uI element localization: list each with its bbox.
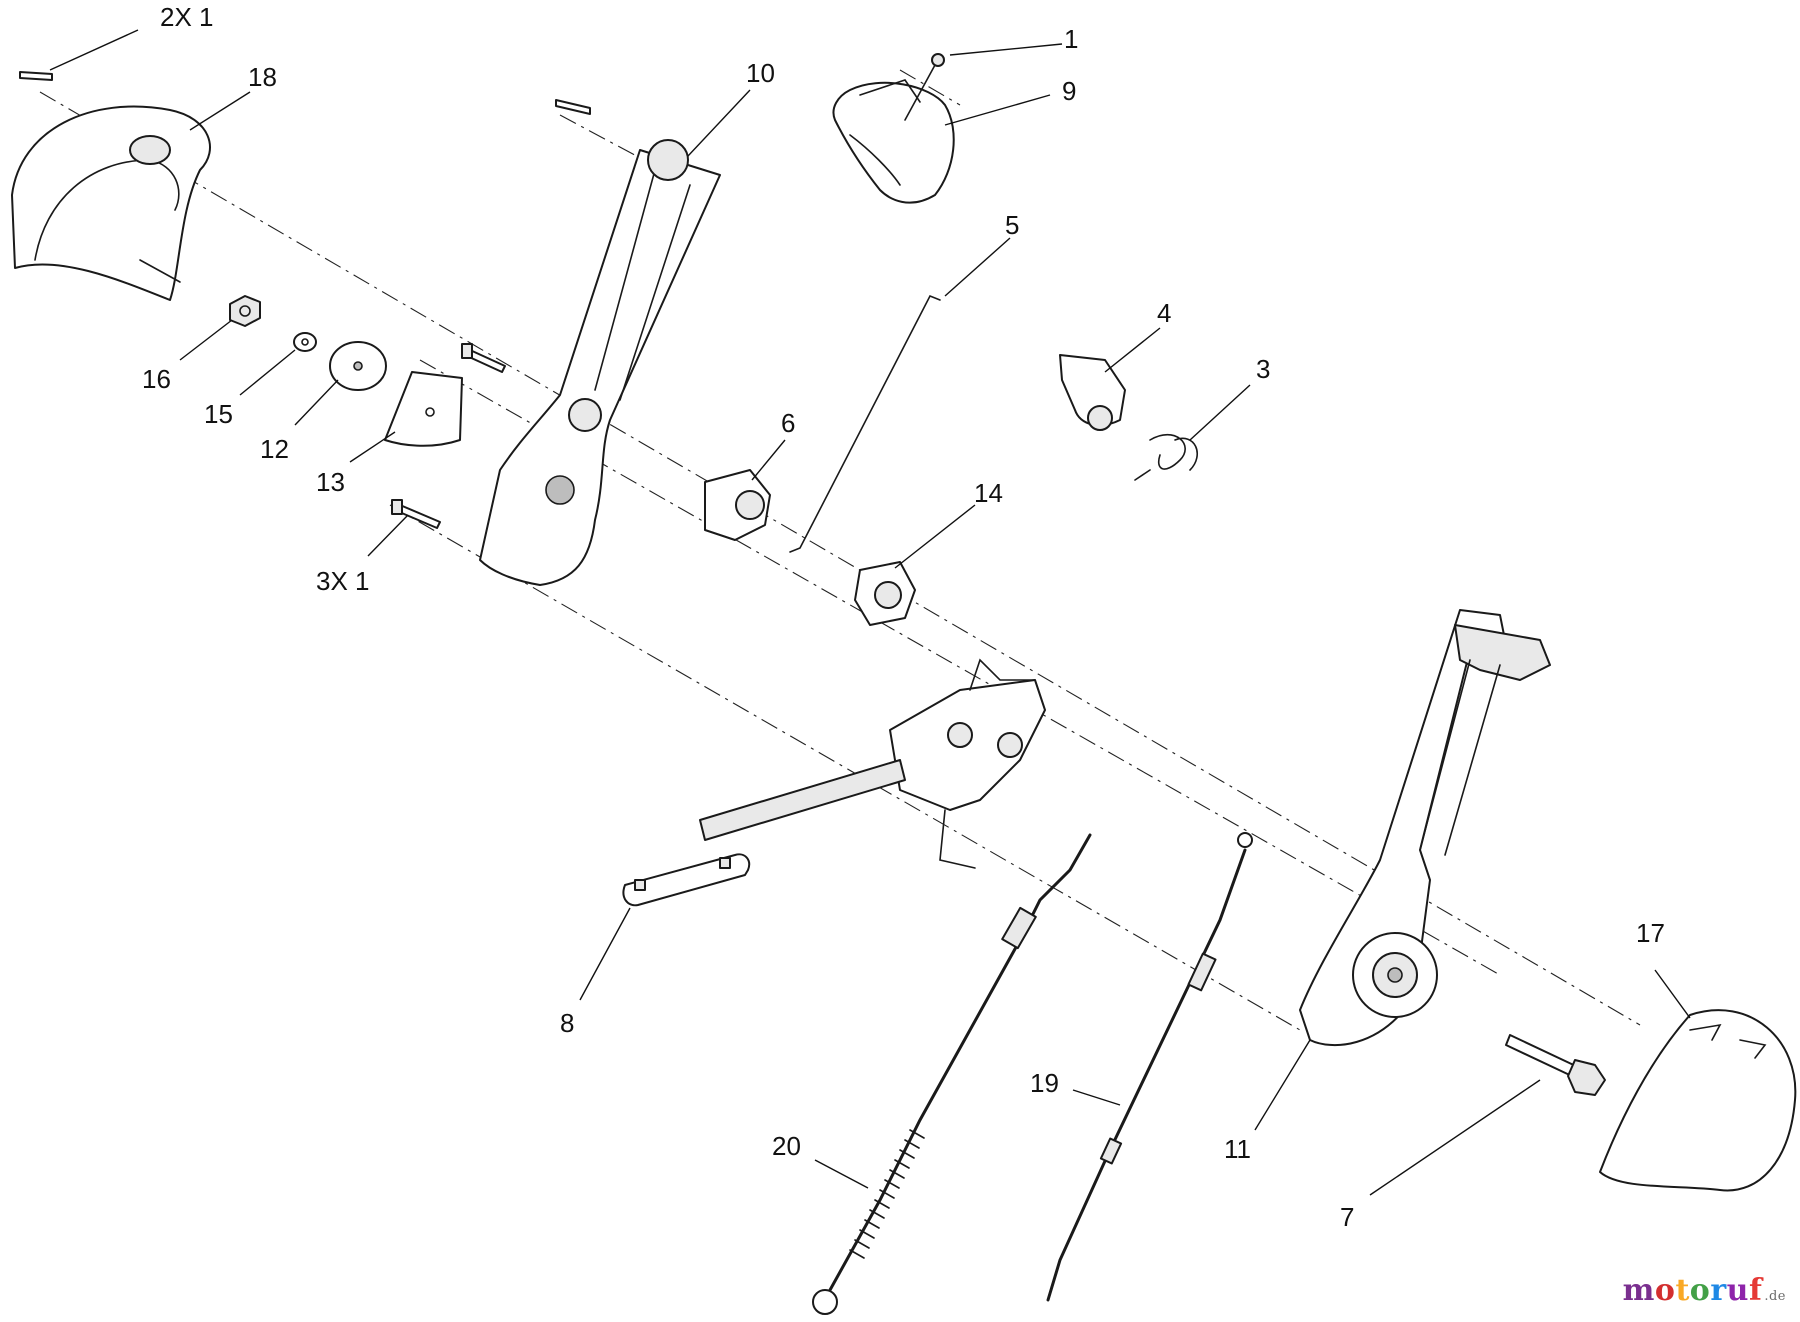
watermark-logo: motoruf.de [1623,1273,1786,1308]
part-16-nut [229,295,261,327]
callout-1: 1 [1064,24,1078,54]
leader-20 [814,1159,869,1189]
leader-19 [1072,1089,1121,1106]
part-7-shoulder-bolt [1505,1034,1606,1096]
callout-11: 11 [1224,1134,1251,1164]
part-11-control-handle [1299,609,1551,1046]
leader-1 [949,43,1063,56]
leader-4 [1104,327,1161,373]
leader-2x1 [49,29,139,71]
part-20-cable [812,833,1092,1315]
part-6-bushing [704,469,771,541]
leader-10 [687,89,751,157]
leader-5 [944,237,1011,297]
callout-19: 19 [1030,1068,1059,1098]
part-17-right-cover [1599,1009,1797,1192]
part-18-left-cover [11,71,211,301]
part-bolt-upper [461,343,506,373]
part-9-grip [832,79,955,204]
axis-pin [899,69,961,106]
callout-3: 3 [1256,354,1270,384]
watermark-letter: t [1675,1273,1690,1308]
leader-6 [751,439,786,481]
callout-3x1: 3X 1 [316,566,370,596]
leader-3 [1189,384,1251,441]
callout-15: 15 [204,399,233,429]
leader-9 [944,94,1051,126]
part-bolt-lower [391,499,441,529]
callout-13: 13 [316,467,345,497]
callout-12: 12 [260,434,289,464]
callout-20: 20 [772,1131,801,1161]
callout-18: 18 [248,62,277,92]
part-4-latch [1059,354,1126,431]
part-8-speed-lever [622,658,1046,907]
leader-3x1 [367,514,409,557]
leader-17 [1654,969,1691,1019]
part-13-plate [384,371,463,447]
callout-9: 9 [1062,76,1076,106]
part-15-washer [293,332,317,352]
leader-18 [189,91,251,131]
part-14-bushing [854,561,916,626]
callout-10: 10 [746,58,775,88]
part-5-rod [789,294,941,553]
leader-11 [1254,1039,1311,1131]
callout-17: 17 [1636,918,1665,948]
callout-7: 7 [1340,1202,1354,1232]
watermark-letter: m [1622,1273,1655,1308]
leader-14 [894,504,976,569]
callout-2x1: 2X 1 [160,2,214,32]
leader-16 [179,319,233,361]
watermark-letter: f [1748,1273,1763,1308]
callout-16: 16 [142,364,171,394]
axis-upper [39,91,1641,1026]
callout-4: 4 [1157,298,1171,328]
watermark-letter: r [1710,1273,1727,1308]
leader-8 [579,907,631,1001]
leader-12 [294,379,339,426]
watermark-letter: o [1654,1273,1676,1308]
callout-8: 8 [560,1008,574,1038]
leader-15 [239,349,296,396]
watermark-letter: u [1726,1273,1749,1308]
watermark-tld: .de [1764,1289,1786,1304]
leader-13 [349,431,396,463]
callout-labels: 2X 1 18 10 1 9 5 4 3 16 15 12 13 6 14 3X… [142,2,1665,1232]
leader-lines [49,29,1691,1196]
callout-6: 6 [781,408,795,438]
callout-14: 14 [974,478,1003,508]
callout-5: 5 [1005,210,1019,240]
part-1-pin [904,53,945,121]
watermark-letter: o [1689,1273,1711,1308]
part-10-handle-bracket [479,99,721,586]
part-19-cable [1046,832,1253,1302]
leader-7 [1369,1079,1541,1196]
axis-lower [389,504,1301,1031]
part-3-spring [1134,433,1199,481]
part-12-washer [329,341,387,391]
